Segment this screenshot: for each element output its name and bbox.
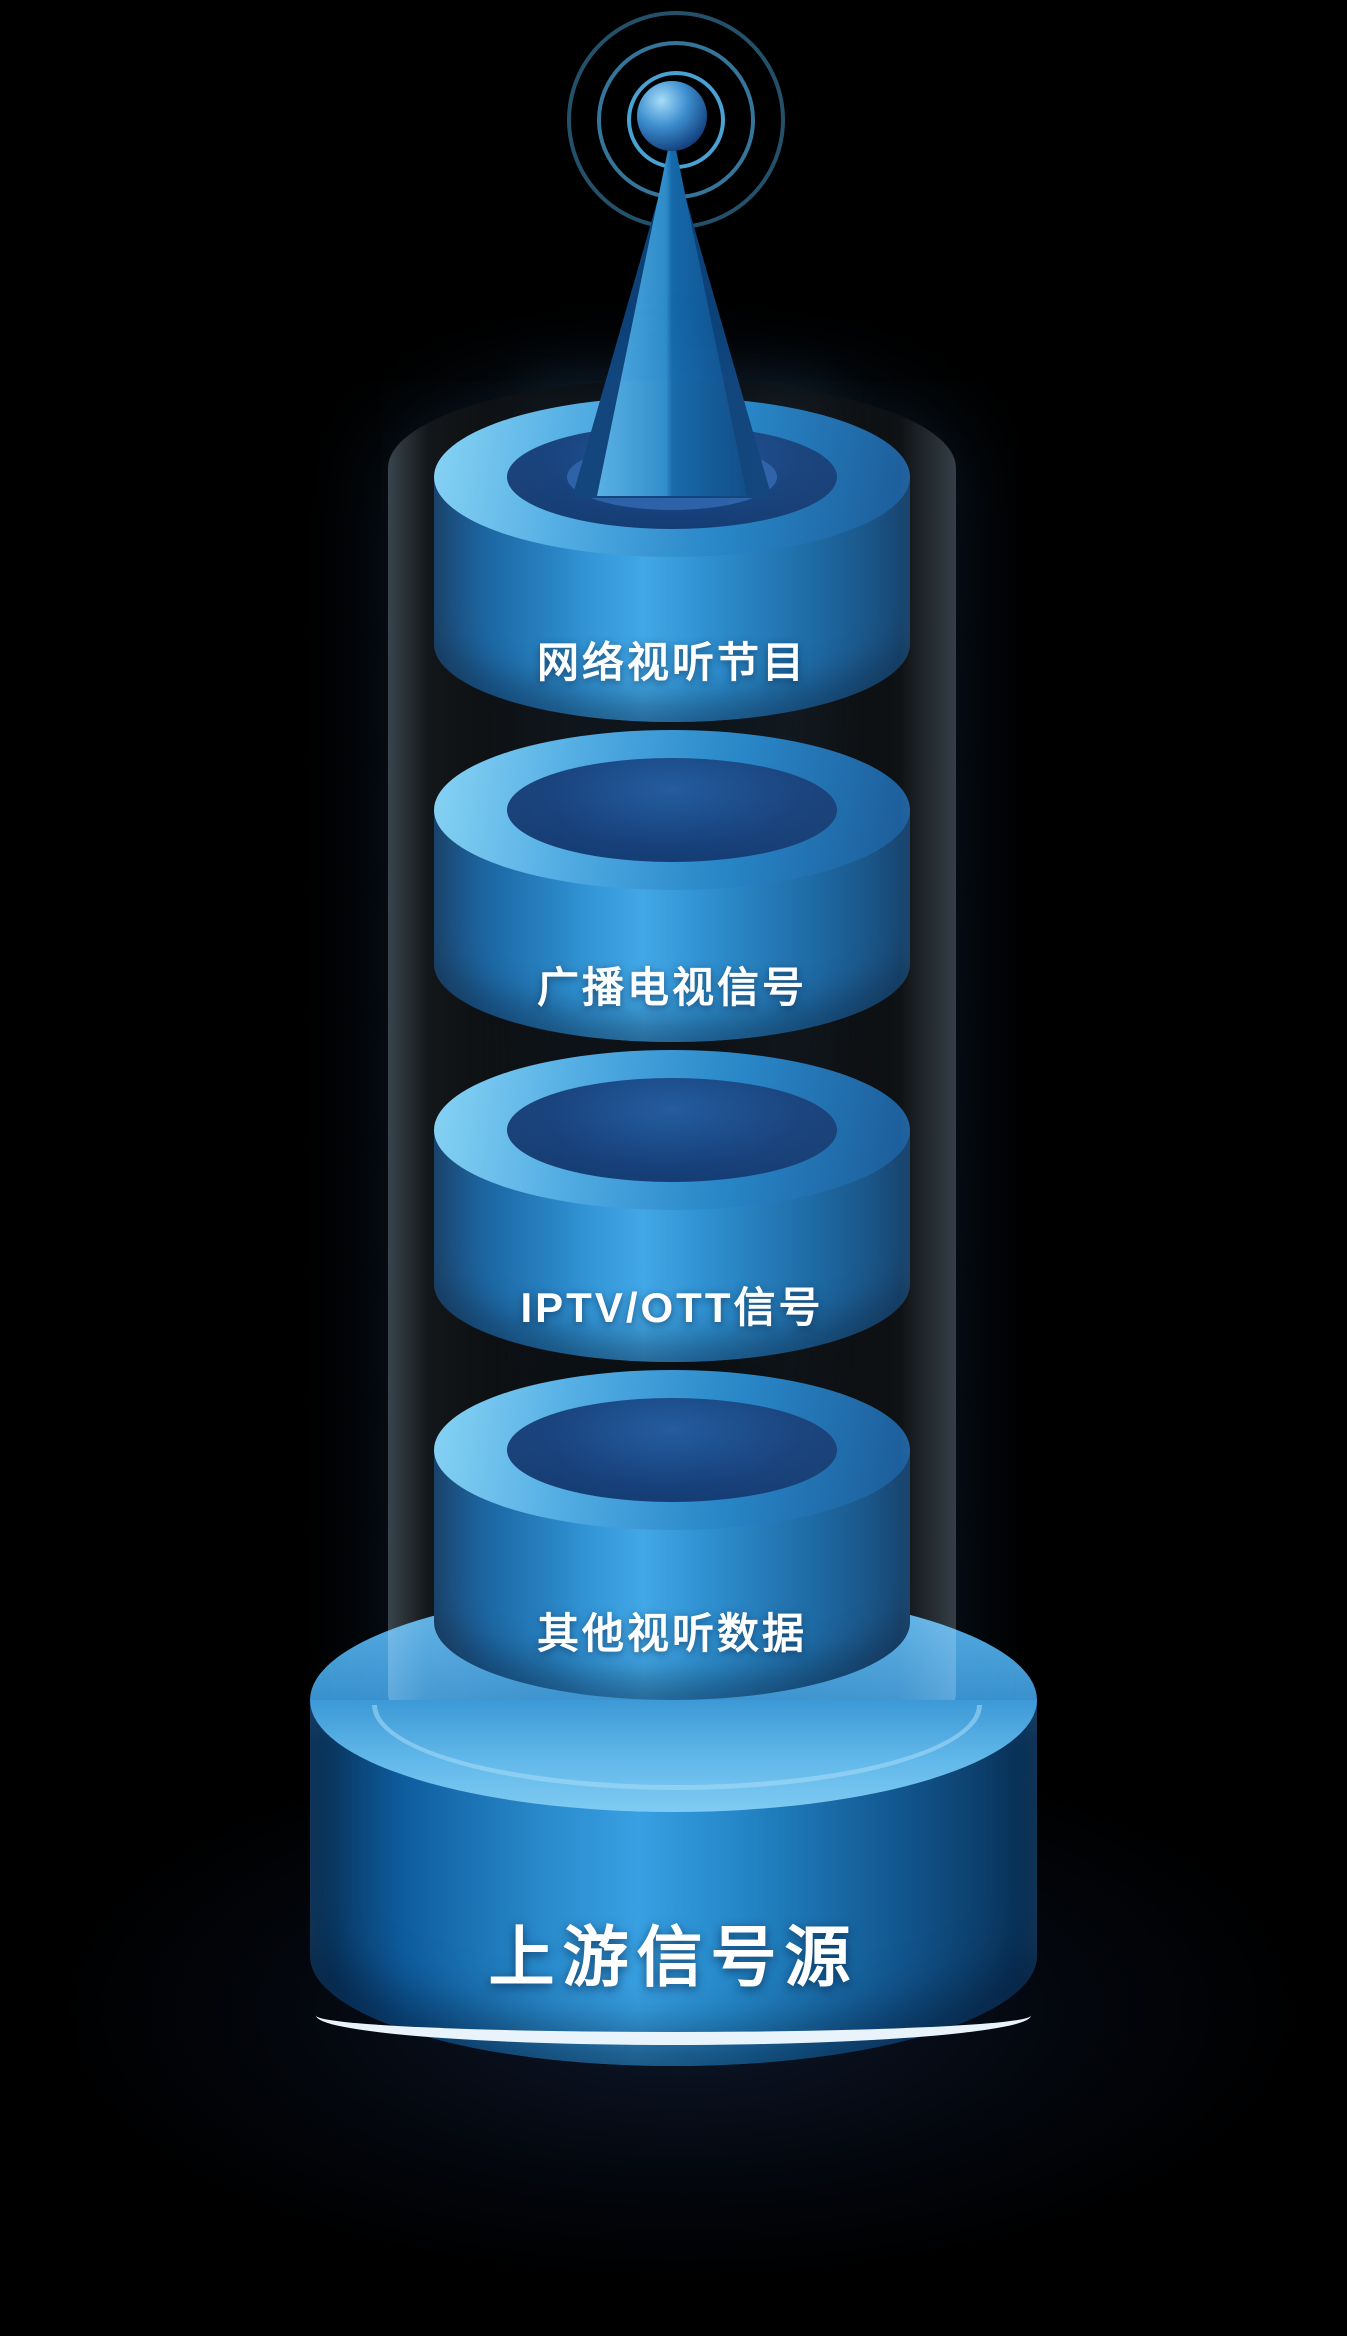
segment-3-top-recess [507, 1078, 837, 1182]
segment-2-label: 广播电视信号 [536, 964, 807, 1011]
base-title: 上游信号源 [488, 1920, 859, 1994]
segment-4-top-recess [507, 1398, 837, 1502]
segment-4-label: 其他视听数据 [536, 1610, 807, 1657]
segment-2-top-recess [507, 758, 837, 862]
antenna-ball-icon [637, 81, 707, 151]
segment-1-label: 网络视听节目 [536, 639, 807, 686]
segment-3-label: IPTV/OTT信号 [520, 1284, 824, 1331]
